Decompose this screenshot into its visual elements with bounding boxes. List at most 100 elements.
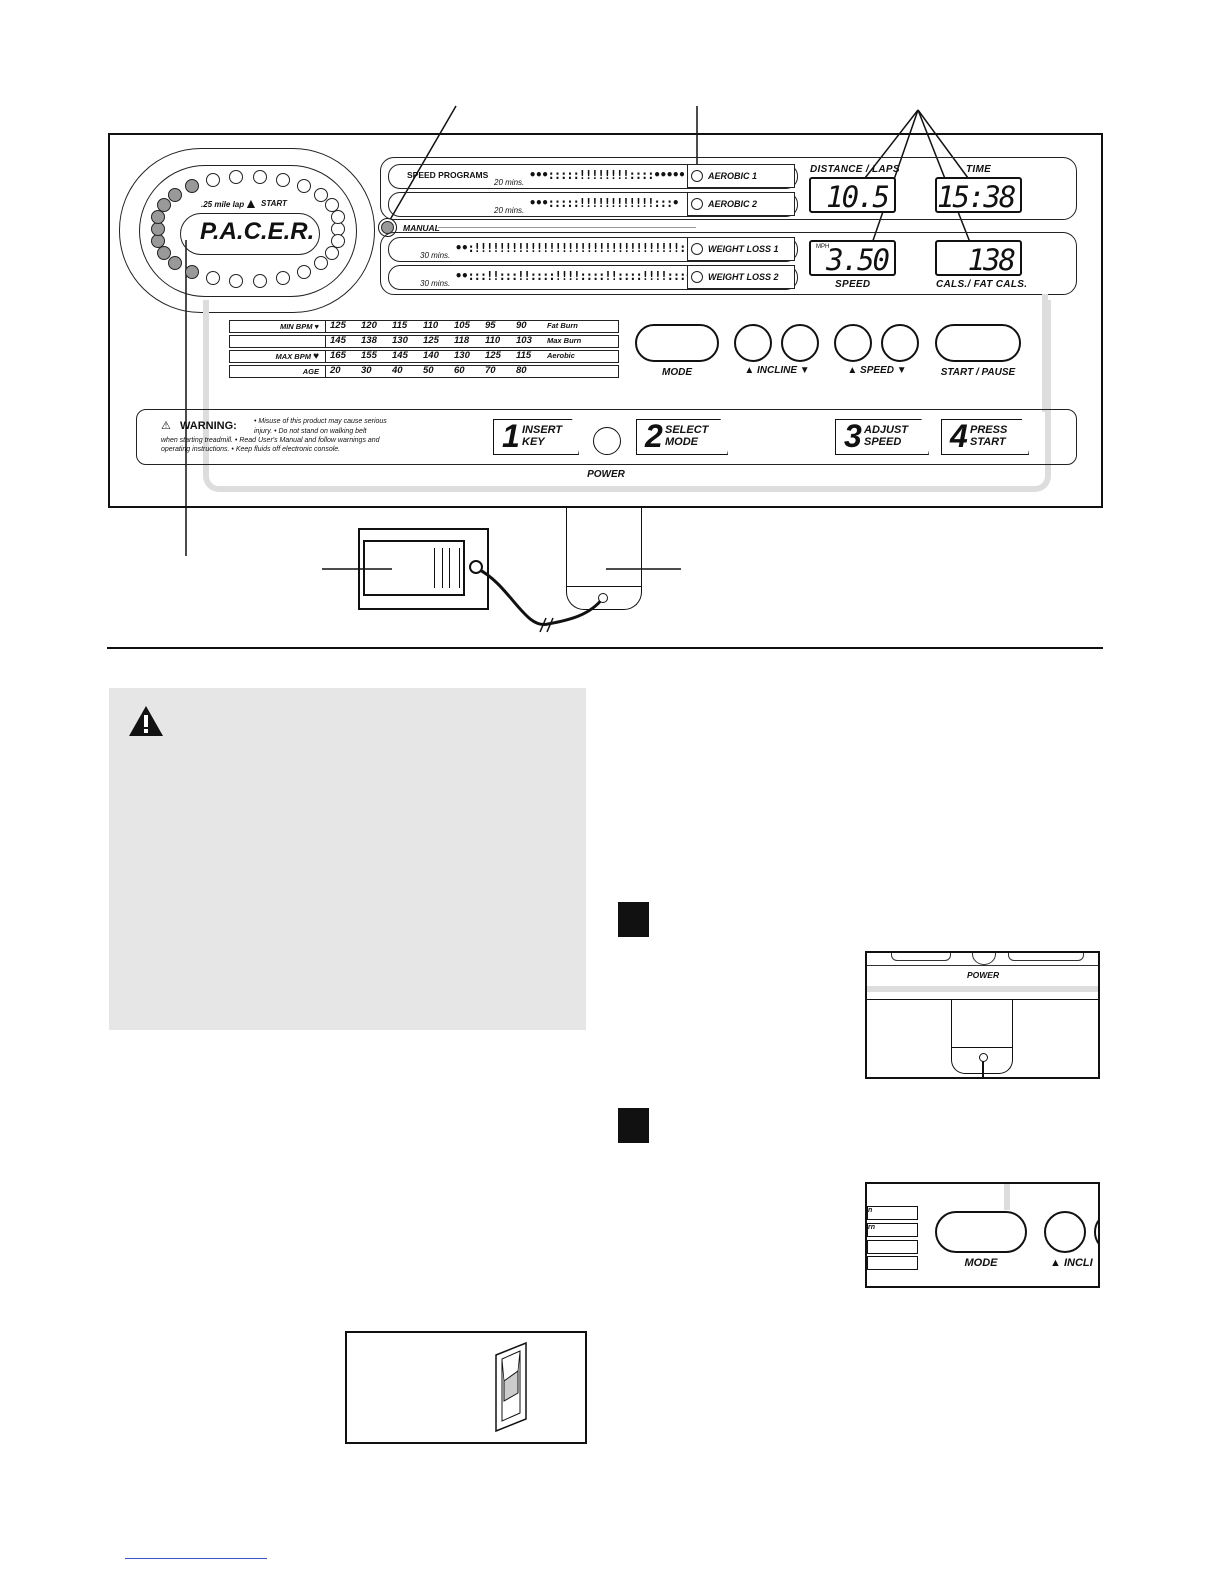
program-weight-loss-2-button[interactable]: WEIGHT LOSS 2 xyxy=(687,265,795,289)
key-housing-line xyxy=(567,586,641,587)
inset-button-edge xyxy=(1008,953,1084,961)
program-row-weight-loss-2 xyxy=(388,265,798,290)
calories-label: CALS./ FAT CALS. xyxy=(936,279,1028,290)
inset-chart-cell xyxy=(867,1256,918,1270)
key-slot[interactable] xyxy=(593,427,621,455)
start-arrow-icon: ▲ xyxy=(244,195,258,211)
pacer-light xyxy=(156,197,171,212)
pacer-light xyxy=(276,173,291,188)
lap-label: .25 mile lap xyxy=(201,200,245,209)
calories-display: 138 xyxy=(935,240,1022,277)
heart-icon: ♥ xyxy=(314,322,319,331)
inset-incline-button-partial xyxy=(1094,1211,1098,1253)
pacer-light xyxy=(228,273,243,288)
duration-label: 30 mins. xyxy=(420,279,451,288)
speed-programs-label: SPEED PROGRAMS xyxy=(407,170,489,180)
pacer-light xyxy=(205,270,220,285)
pacer-light xyxy=(253,273,268,288)
key-housing xyxy=(566,508,642,610)
step-marker xyxy=(618,902,649,937)
duration-label: 20 mins. xyxy=(494,178,525,187)
inset-key-slot xyxy=(972,953,996,965)
program-frame-bottom xyxy=(380,232,1077,295)
inset-incline-button xyxy=(1044,1211,1086,1253)
manual-line xyxy=(438,227,696,228)
program-row-aerobic-2 xyxy=(388,192,798,217)
speed-profile-aerobic-1: •••:::::!!!!!!!!::::••••• xyxy=(529,168,686,182)
distance-display: 10.5 xyxy=(809,177,896,214)
down-arrow-icon: ▼ xyxy=(896,365,907,376)
console-lower-frame xyxy=(203,300,1051,492)
pacer-light xyxy=(205,173,220,188)
indicator-light xyxy=(691,170,703,182)
start-label: START xyxy=(261,199,287,208)
footer-link-underline[interactable] xyxy=(125,1558,267,1559)
instruction-strip xyxy=(136,409,1077,465)
up-arrow-icon: ▲ xyxy=(847,365,858,376)
start-pause-button[interactable] xyxy=(935,324,1021,362)
inset-mode-button xyxy=(935,1211,1027,1253)
warning-line: when starting treadmill. • Read User's M… xyxy=(161,437,380,444)
inset-cord xyxy=(982,1061,984,1077)
inset-line xyxy=(867,999,1098,1000)
pacer-light xyxy=(297,179,312,194)
incline-label: ▲ INCLINE ▼ xyxy=(744,365,810,376)
up-arrow-icon: ▲ xyxy=(744,365,755,376)
inset-button-edge xyxy=(891,953,951,961)
mode-button[interactable] xyxy=(635,324,719,362)
speed-down-button[interactable] xyxy=(881,324,919,362)
indicator-light xyxy=(691,271,703,283)
console-outline xyxy=(108,133,1103,508)
pacer-light xyxy=(330,209,345,224)
section-divider xyxy=(107,647,1103,649)
time-label: TIME xyxy=(966,164,992,175)
start-pause-label: START / PAUSE xyxy=(940,367,1016,378)
pacer-light xyxy=(276,270,291,285)
incline-down-button[interactable] xyxy=(781,324,819,362)
warning-triangle-icon xyxy=(129,706,163,736)
inset-gray-bar xyxy=(867,986,1098,992)
bpm-head xyxy=(230,336,326,347)
power-key-inset: POWER xyxy=(865,951,1100,1079)
power-switch[interactable] xyxy=(363,540,465,596)
warning-box xyxy=(109,688,586,1030)
inset-mode-label: MODE xyxy=(964,1257,998,1269)
speed-up-button[interactable] xyxy=(834,324,872,362)
inset-strip-line xyxy=(867,965,1098,966)
inset-key-line xyxy=(952,1047,1012,1048)
program-aerobic-1-button[interactable]: AEROBIC 1 xyxy=(687,164,795,188)
pacer-light xyxy=(253,170,268,185)
program-row-aerobic-1 xyxy=(388,164,798,189)
pacer-light xyxy=(168,187,183,202)
pacer-light xyxy=(151,209,166,224)
bpm-head: MAX BPM ♥ xyxy=(230,351,326,362)
pacer-light xyxy=(330,234,345,249)
speed-profile-weight-loss-1: ••:!!!!!!!!!!!!!!!!!!!!!!!!!!!!!!!!!::: xyxy=(455,241,699,255)
program-aerobic-2-button[interactable]: AEROBIC 2 xyxy=(687,192,795,216)
duration-label: 30 mins. xyxy=(420,251,451,260)
bpm-head: AGE xyxy=(230,366,326,377)
program-weight-loss-1-button[interactable]: WEIGHT LOSS 1 xyxy=(687,237,795,261)
pacer-light xyxy=(313,187,328,202)
power-switch-inset xyxy=(345,1331,587,1444)
speed-label: SPEED xyxy=(835,279,871,290)
distance-label: DISTANCE / LAPS xyxy=(810,164,900,175)
warning-icon: ⚠ xyxy=(161,420,171,432)
pacer-track-inner xyxy=(139,165,357,297)
cord-socket xyxy=(469,560,483,574)
warning-title: WARNING: xyxy=(180,420,237,432)
pacer-center-ring xyxy=(180,213,320,255)
inset-incline-label: ▲ INCLI xyxy=(1050,1257,1093,1269)
key-hole xyxy=(598,593,608,603)
rocker-switch-icon xyxy=(495,1341,527,1433)
incline-up-button[interactable] xyxy=(734,324,772,362)
speed-profile-aerobic-2: •••:::::!!!!!!!!!!!!:::• xyxy=(529,196,679,210)
warning-line: operating instructions. • Keep fluids of… xyxy=(161,446,341,453)
